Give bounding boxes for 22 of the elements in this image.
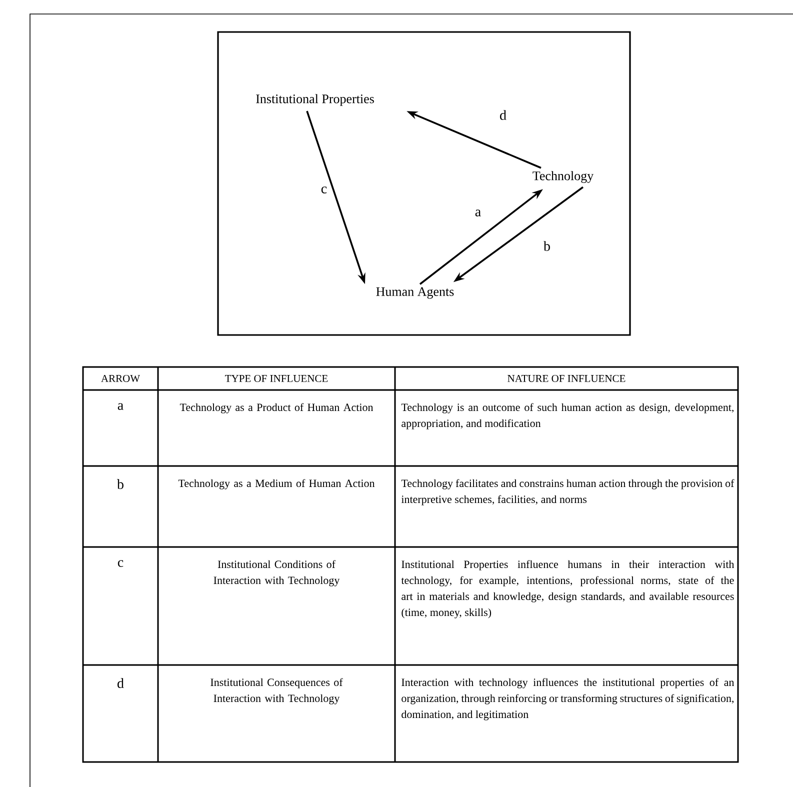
edge-label: b xyxy=(544,241,550,251)
arrow-letter: c xyxy=(118,560,124,567)
table-cell: Institutional Consequences of Interaction with Technology xyxy=(210,678,343,704)
arrow-letter: b xyxy=(117,479,124,490)
arrow-letter: d xyxy=(118,678,124,688)
table-cell: Interaction with technology influences the institutional properties of an organization, through reinforcing or transforming structures of signification, domination, and legitimation xyxy=(402,678,734,720)
header-cell: NATURE OF INFLUENCE xyxy=(508,374,626,382)
table-cell: Institutional Conditions of Interaction with Technology xyxy=(214,560,340,586)
table-cell: Institutional Properties influence humans in their interaction with technology, for example, intentions, professional norms, state of the art in materials and knowledge, design standards, and available resources (time, money, skills) xyxy=(401,560,734,618)
node-label: Institutional Properties xyxy=(256,94,374,106)
header-cell: TYPE OF INFLUENCE xyxy=(225,374,328,382)
edge-label: d xyxy=(500,110,506,120)
node-label: Human Agents xyxy=(376,287,454,299)
table-cell: Technology facilitates and constrains human action through the provision of interpretive schemes, facilities, and norms xyxy=(401,479,734,506)
arrow-letter: a xyxy=(118,403,124,410)
edge-label: a xyxy=(475,210,481,216)
table-cell: Technology is an outcome of such human action as design, development, appropriation, and modification xyxy=(401,403,734,430)
header-cell: ARROW xyxy=(101,374,140,382)
node-label: Technology xyxy=(532,171,594,183)
table-cell: Technology as a Product of Human Action xyxy=(180,403,374,414)
edge-label: c xyxy=(321,186,327,194)
table-cell: Technology as a Medium of Human Action xyxy=(178,479,375,490)
